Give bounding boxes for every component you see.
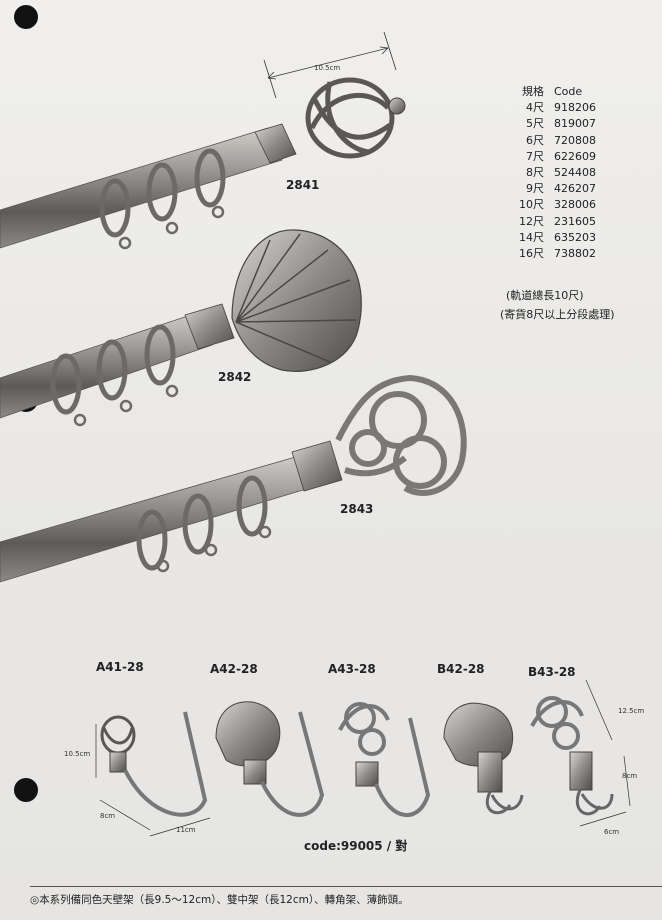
dimension-label: 8cm (100, 812, 116, 820)
hook-model-label: A43-28 (328, 662, 376, 676)
hook-a41 (95, 711, 211, 837)
hook-a43 (338, 702, 431, 818)
spec-code: 918206 (554, 101, 596, 115)
rod-2841 (0, 77, 406, 250)
spec-header-code: Code (554, 85, 583, 98)
dimension-label: 8cm (622, 772, 638, 780)
spec-size: 10尺 (519, 198, 544, 212)
dimension-label: 11cm (176, 826, 196, 834)
rod-2843 (0, 374, 467, 583)
hook-model-label: B42-28 (437, 662, 485, 676)
hook-b42 (443, 702, 524, 815)
spec-size: 9尺 (526, 182, 544, 196)
spec-code: 635203 (554, 230, 596, 244)
spec-size: 14尺 (519, 230, 544, 244)
hook-code: code:99005 / 對 (304, 839, 408, 853)
spec-note-shipping: (寄貨8尺以上分段處理) (500, 308, 615, 321)
spec-size: 6尺 (526, 133, 544, 147)
hook-model-label: A42-28 (210, 662, 258, 676)
binder-hole-top (14, 5, 38, 29)
spec-code: 819007 (554, 117, 596, 131)
dimension-label: 10.5cm (314, 64, 341, 72)
scroll-finial-icon (335, 374, 467, 496)
product-illustrations (0, 31, 631, 837)
spec-table: 規格 Code 4尺 918206 5尺 819007 6尺 720808 7尺 622… (496, 84, 656, 321)
rod-model-label: 2843 (340, 502, 374, 516)
spec-size: 8尺 (526, 165, 544, 179)
hook-a42 (215, 701, 325, 817)
spec-size: 7尺 (526, 149, 544, 163)
spec-code: 426207 (554, 182, 596, 196)
rod-2842 (0, 229, 362, 427)
spec-note-total-length: (軌道總長10尺) (506, 289, 584, 302)
cage-finial-icon (305, 77, 395, 159)
spec-code: 524408 (554, 165, 596, 179)
spec-size: 16尺 (519, 246, 544, 260)
rod-model-label: 2842 (218, 370, 252, 384)
rod-model-label: 2841 (286, 178, 320, 192)
spec-code: 738802 (554, 246, 596, 260)
hook-b43 (530, 679, 631, 827)
dimension-label: 6cm (604, 828, 620, 836)
spec-size: 12尺 (519, 214, 544, 228)
shell-finial-icon (231, 229, 362, 372)
spec-size: 5尺 (526, 117, 544, 131)
footer-note: ◎本系列備同色天壁架（長9.5～12cm）、雙中架（長12cm）、轉角架、薄飾頭… (30, 894, 409, 906)
spec-code: 328006 (554, 198, 596, 212)
dimension-label: 12.5cm (618, 707, 645, 715)
footer-divider (30, 886, 662, 887)
finial-dimension-line (263, 31, 397, 99)
binder-hole-bottom (14, 778, 38, 802)
spec-size: 4尺 (526, 101, 544, 115)
spec-code: 720808 (554, 133, 596, 147)
hook-model-label: A41-28 (96, 660, 144, 674)
hook-model-label: B43-28 (528, 665, 576, 679)
spec-code: 622609 (554, 149, 596, 163)
rod-rings (99, 148, 226, 238)
spec-code: 231605 (554, 214, 596, 228)
dimension-label: 10.5cm (64, 750, 91, 758)
spec-header-size: 規格 (522, 85, 544, 98)
